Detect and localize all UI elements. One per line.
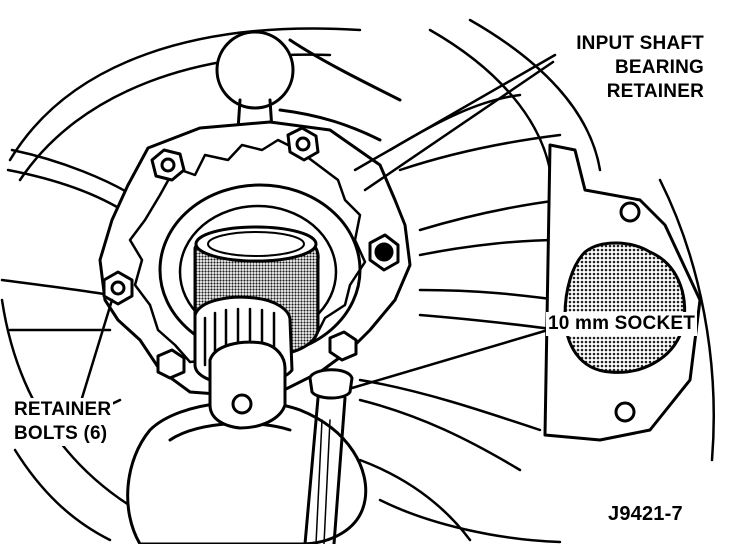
figure-id: J9421-7: [608, 503, 683, 525]
leader-bolts: [80, 298, 114, 400]
socket-tool: [303, 368, 354, 544]
leader-lines: [80, 53, 557, 400]
callout-line: RETAINER: [14, 399, 112, 420]
callout-line: RETAINER: [606, 81, 704, 102]
shift-rod: [215, 30, 402, 142]
retainer-bolts-label: RETAINER BOLTS (6): [12, 398, 114, 446]
socket-label: 10 mm SOCKET: [546, 312, 698, 336]
input-shaft-bearing-retainer-label: INPUT SHAFT BEARING RETAINER: [574, 32, 706, 104]
callout-line: BEARING: [614, 57, 704, 78]
leader-input-shaft-2: [363, 60, 555, 192]
side-plate: [543, 143, 702, 442]
leader-socket: [350, 328, 550, 390]
callout-line: INPUT SHAFT: [576, 33, 704, 54]
callout-line: BOLTS (6): [14, 423, 108, 444]
retainer-bolts: [102, 126, 400, 380]
shaft-splines: [193, 295, 294, 430]
leader-input-shaft: [353, 53, 557, 172]
